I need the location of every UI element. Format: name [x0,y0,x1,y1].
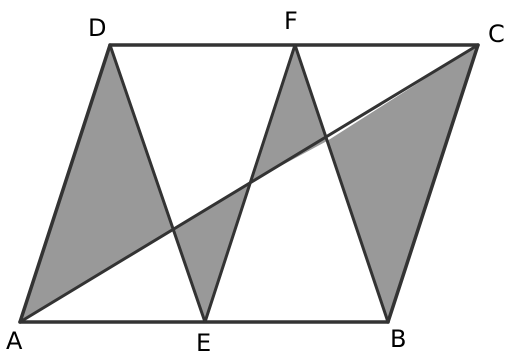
label-c: C [488,20,505,48]
shaded-triangle-adp [20,45,174,322]
inner-segments [18,43,480,324]
segment-da [18,43,112,324]
segment-fb [293,43,390,324]
label-f: F [284,7,298,35]
segment-bc [386,43,480,324]
vertex-labels: A B C D E F [6,7,505,351]
segment-de [108,43,207,324]
segment-ef [203,43,297,324]
label-b: B [390,325,406,351]
label-e: E [196,329,211,351]
label-a: A [6,327,23,351]
label-d: D [88,14,106,42]
